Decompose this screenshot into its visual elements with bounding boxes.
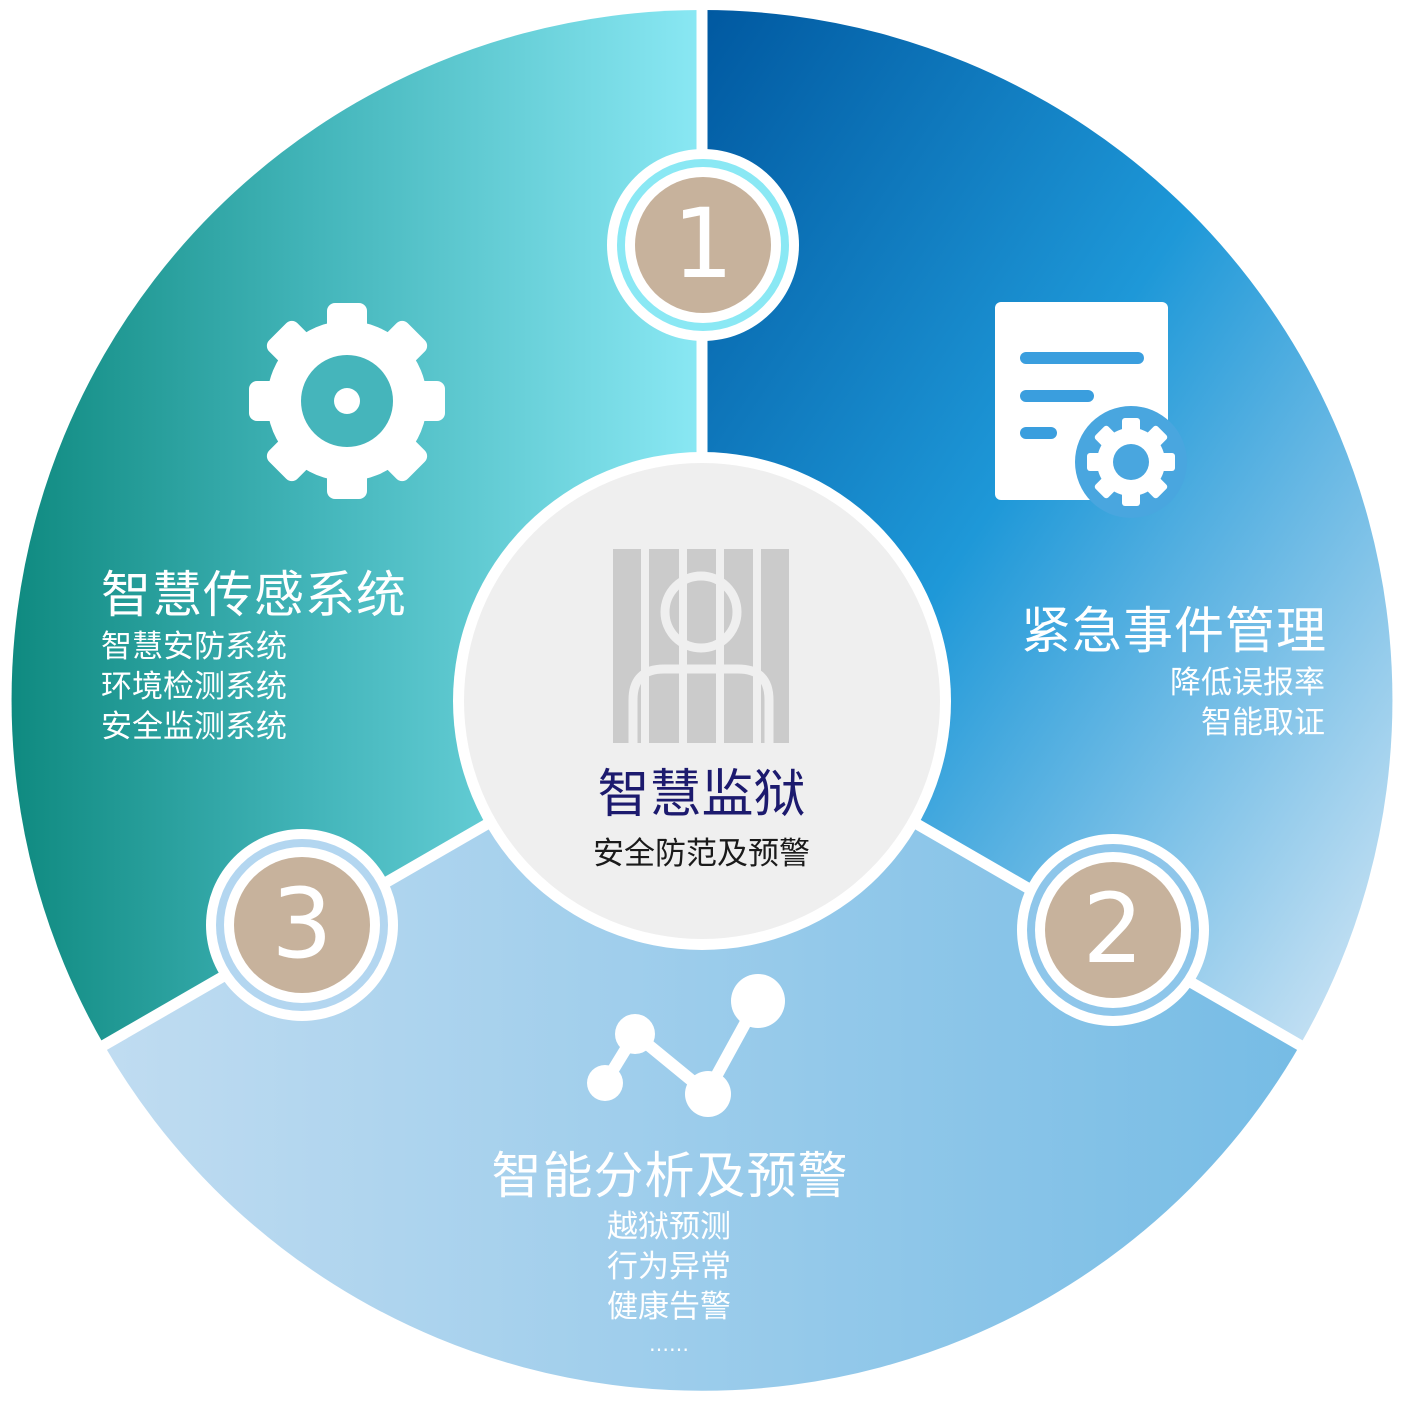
badge-3-number: 3 <box>271 868 333 980</box>
intelligent-analysis-ellipsis: …… <box>649 1332 689 1356</box>
center-title: 智慧监狱 <box>597 765 806 825</box>
intelligent-analysis-title: 智能分析及预警 <box>491 1147 849 1205</box>
prisoner-behind-bars-icon <box>613 549 789 743</box>
sensing-system-item: 安全监测系统 <box>101 709 287 745</box>
sensing-system-title: 智慧传感系统 <box>101 566 407 624</box>
intelligent-analysis-item: 健康告警 <box>607 1289 731 1325</box>
intelligent-analysis-item: 行为异常 <box>607 1249 731 1285</box>
badge-3 <box>206 829 398 1021</box>
badge-2-number: 2 <box>1082 873 1144 985</box>
sensing-system-item: 环境检测系统 <box>101 669 287 705</box>
badge-2 <box>1017 834 1209 1026</box>
document-settings-icon <box>995 302 1187 518</box>
sensing-system-item: 智慧安防系统 <box>101 629 287 665</box>
emergency-management-item: 降低误报率 <box>1170 665 1325 701</box>
badge-1-number: 1 <box>672 188 734 300</box>
emergency-management-title: 紧急事件管理 <box>1021 602 1327 660</box>
intelligent-analysis-item: 越狱预测 <box>607 1209 731 1245</box>
emergency-management-item: 智能取证 <box>1201 705 1325 741</box>
gear-icon <box>249 303 445 499</box>
line-chart-icon <box>587 974 785 1117</box>
badge-1 <box>607 149 799 341</box>
center-subtitle: 安全防范及预警 <box>593 836 810 872</box>
